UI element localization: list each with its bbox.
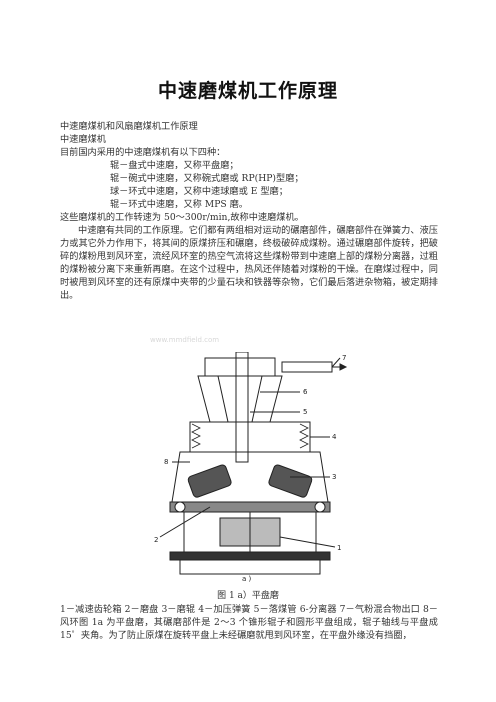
- callout-8: 8: [164, 458, 168, 466]
- callout-4: 4: [332, 433, 337, 441]
- callout-5: 5: [303, 408, 307, 416]
- figure-sublabel: a ): [242, 575, 252, 582]
- type-item-3: 球－环式中速磨，又称中速球磨或 E 型磨；: [110, 186, 288, 197]
- intro-line-1: 中速磨煤机和风扇磨煤机工作原理: [60, 121, 198, 132]
- grinding-disc: [169, 501, 331, 513]
- page-title: 中速磨煤机工作原理: [157, 80, 338, 102]
- mill-diagram: 7 6 5 4 8 3 2 1 a ): [154, 352, 348, 582]
- speed-line: 这些磨煤机的工作转速为 50～300r/min,故称中速磨煤机。: [60, 212, 304, 223]
- spring-right: [299, 423, 309, 449]
- type-item-2: 辊－碗式中速磨，又称碗式磨或 RP(HP)型磨；: [110, 173, 304, 184]
- outlet-pipe: [281, 361, 333, 373]
- separator-cone: [197, 375, 283, 423]
- mill-body-upper: [189, 421, 311, 453]
- spring-left: [191, 423, 201, 449]
- callout-7: 7: [342, 354, 346, 362]
- figure-caption: 图 1 a）平盘磨: [217, 591, 279, 601]
- type-item-4: 辊－环式中速磨，又称 MPS 磨。: [110, 199, 248, 210]
- watermark-text: www.mmdfield.com: [150, 336, 220, 344]
- intro-line-3: 目前国内采用的中速磨煤机有以下四种：: [60, 147, 226, 158]
- body-paragraph: 中速磨有共同的工作原理。它们都有两组相对运动的碾磨部件，碾磨部件在弹簧力、液压力…: [60, 225, 438, 301]
- callout-1: 1: [337, 544, 341, 552]
- roller-right: [268, 464, 313, 498]
- callout-3: 3: [332, 473, 336, 481]
- separator-top-housing: [204, 357, 276, 377]
- intro-line-2: 中速磨煤机: [60, 134, 106, 145]
- roller-left: [187, 464, 232, 498]
- callout-2: 2: [154, 536, 158, 544]
- coal-feed-pipe: [235, 352, 249, 463]
- type-item-1: 辊－盘式中速磨，又称平盘磨；: [110, 160, 239, 171]
- callout-6: 6: [303, 388, 308, 396]
- legend-paragraph: 1－减速齿轮箱 2－磨盘 3－磨辊 4－加压弹簧 5－落煤管 6-分离器 7－气…: [60, 604, 438, 641]
